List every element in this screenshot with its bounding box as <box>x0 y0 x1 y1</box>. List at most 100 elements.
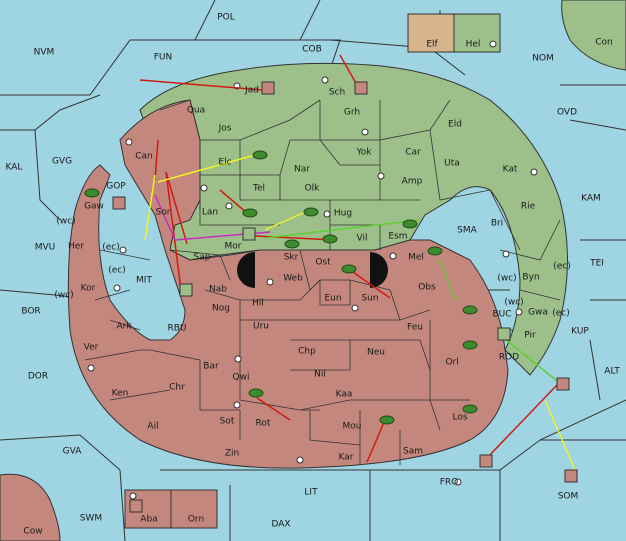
label-aba: Aba <box>140 515 157 525</box>
label-fun: FUN <box>154 53 173 63</box>
region-orn[interactable] <box>170 489 218 529</box>
label-cow: Cow <box>23 527 42 537</box>
label-kar: Kar <box>339 453 354 463</box>
label-mit: MIT <box>136 276 152 286</box>
label-sam: Sam <box>403 447 423 457</box>
label-mou: Mou <box>343 422 362 432</box>
label-rie: Rie <box>521 202 536 212</box>
label-bri: Bri <box>491 219 503 229</box>
label-vil: Vil <box>357 234 368 244</box>
label-ark: Ark <box>116 322 132 332</box>
label-grh: Grh <box>344 108 360 118</box>
label-nab: Nab <box>209 285 227 295</box>
label-uta: Uta <box>444 159 460 169</box>
label-buc: BUC <box>492 310 511 320</box>
green-landmass <box>139 62 568 376</box>
label-skr: Skr <box>284 253 299 263</box>
label-rot: Rot <box>256 419 271 429</box>
label-sor: Sor <box>156 208 171 218</box>
label-qwi: Qwi <box>233 373 250 383</box>
units <box>84 81 578 513</box>
label-elf: Elf <box>426 40 438 50</box>
label-jad: Jad <box>244 86 259 96</box>
label-fro: FRO <box>440 478 459 488</box>
label-neu: Neu <box>367 348 385 358</box>
label-amp: Amp <box>402 177 423 187</box>
label-cob: COB <box>302 45 322 55</box>
label-wc-4: (wc) <box>504 298 523 308</box>
label-kup: KUP <box>571 327 589 337</box>
label-swm: SWM <box>80 514 102 524</box>
label-sap: Sap <box>194 253 211 263</box>
label-feu: Feu <box>407 323 423 333</box>
label-dor: DOR <box>28 372 48 382</box>
label-mor: Mor <box>225 242 242 252</box>
label-hil: Hil <box>252 299 264 309</box>
strait-marker-west <box>237 252 255 288</box>
label-kam: KAM <box>581 194 601 204</box>
label-nil: Nil <box>314 370 326 380</box>
label-gop: GOP <box>106 182 126 192</box>
label-som: SOM <box>558 492 579 502</box>
label-wc-3: (wc) <box>497 274 516 284</box>
label-ovd: OVD <box>557 108 577 118</box>
strait-marker-east <box>370 252 388 288</box>
label-mel: Mel <box>408 253 424 263</box>
label-nar: Nar <box>294 165 310 175</box>
province-borders <box>84 99 561 465</box>
label-uru: Uru <box>253 322 269 332</box>
label-eun: Eun <box>324 294 341 304</box>
label-can: Can <box>135 152 153 162</box>
supply-centers <box>87 40 538 500</box>
label-pir: Pir <box>524 331 536 341</box>
label-yok: Yok <box>355 148 372 158</box>
label-lan: Lan <box>202 208 218 218</box>
label-gva: GVA <box>63 447 83 457</box>
label-web: Web <box>283 274 303 284</box>
label-hel: Hel <box>466 40 481 50</box>
label-esm: Esm <box>388 232 407 242</box>
label-ec-4: (ec) <box>552 309 570 319</box>
label-ver: Ver <box>84 343 99 353</box>
region-cow[interactable] <box>0 473 61 541</box>
label-kor: Kor <box>81 284 96 294</box>
label-alt: ALT <box>604 367 620 377</box>
region-elf[interactable] <box>407 13 455 53</box>
label-ec-2: (ec) <box>108 266 126 276</box>
label-car: Car <box>405 148 421 158</box>
label-her: Her <box>68 242 84 252</box>
label-nom: NOM <box>532 54 554 64</box>
label-con: Con <box>595 38 613 48</box>
label-wc-1: (wc) <box>56 217 75 227</box>
label-ec-1: (ec) <box>102 243 120 253</box>
label-nog: Nog <box>212 304 230 314</box>
label-obs: Obs <box>418 283 436 293</box>
label-orl: Orl <box>445 358 458 368</box>
label-ail: Ail <box>147 422 158 432</box>
label-mvu: MVU <box>35 243 56 253</box>
label-bar: Bar <box>203 362 219 372</box>
order-arrows <box>139 54 576 471</box>
label-wc-2: (wc) <box>54 291 73 301</box>
label-orn: Orn <box>188 515 204 525</box>
label-kaa: Kaa <box>336 390 353 400</box>
label-kat: Kat <box>503 165 518 175</box>
label-kal: KAL <box>6 163 23 173</box>
label-ec-3: (ec) <box>553 262 571 272</box>
label-chp: Chp <box>298 347 316 357</box>
label-bor: BOR <box>21 307 40 317</box>
label-ken: Ken <box>112 389 129 399</box>
brown-landmass <box>67 99 509 469</box>
label-jos: Jos <box>218 124 232 134</box>
label-olk: Olk <box>305 184 321 194</box>
label-chr: Chr <box>169 383 185 393</box>
label-elc: Elc <box>218 158 231 168</box>
label-dax: DAX <box>271 520 290 530</box>
region-con[interactable] <box>561 0 626 71</box>
label-lit: LIT <box>304 488 318 498</box>
label-byn: Byn <box>522 273 539 283</box>
label-sot: Sot <box>220 417 235 427</box>
label-gwa: Gwa <box>528 308 548 318</box>
label-pol: POL <box>217 13 235 23</box>
